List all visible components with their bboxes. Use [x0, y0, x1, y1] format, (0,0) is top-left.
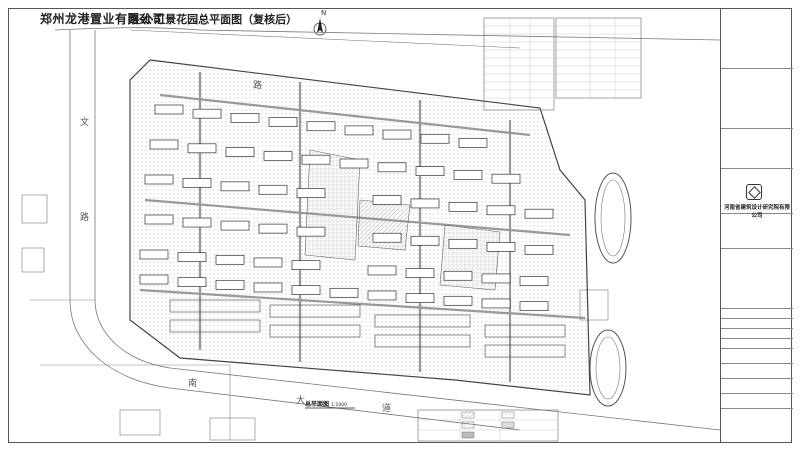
north-label: N — [321, 9, 327, 17]
building-footprint — [253, 257, 283, 268]
building-footprint — [377, 162, 407, 173]
building-footprint — [524, 208, 554, 219]
building-footprint — [453, 170, 483, 180]
title-block-divider — [721, 213, 793, 214]
building-footprint — [258, 184, 288, 195]
building-footprint — [177, 277, 207, 288]
building-footprint — [458, 138, 488, 148]
road-label-south-2: 大 — [296, 396, 306, 406]
building-footprint — [367, 265, 397, 276]
building-footprint — [344, 125, 374, 136]
building-footprint — [410, 235, 440, 246]
building-footprint — [268, 117, 298, 127]
north-arrow-icon — [313, 18, 327, 36]
building-footprint — [339, 158, 369, 169]
building-footprint — [144, 174, 174, 185]
building-footprint — [306, 121, 336, 132]
building-footprint — [486, 242, 516, 252]
plan-caption: 总平面图 1:1000 — [305, 399, 347, 408]
building-footprint — [154, 104, 184, 115]
title-block-divider — [721, 318, 793, 319]
drawing-frame — [8, 8, 792, 443]
road-label-north: 路 — [253, 81, 263, 91]
building-footprint — [139, 274, 169, 285]
building-footprint — [139, 249, 169, 260]
plan-caption-scale: 1:1000 — [331, 403, 347, 408]
building-footprint — [448, 238, 478, 249]
building-footprint — [220, 220, 250, 231]
building-footprint — [182, 178, 212, 188]
title-block-divider — [721, 248, 793, 249]
building-footprint — [410, 198, 440, 209]
building-footprint — [182, 217, 212, 228]
company-title: 郑州龙港置业有限公司 — [40, 12, 166, 26]
title-block-divider — [721, 168, 793, 169]
building-footprint — [443, 270, 473, 281]
title-block-divider — [721, 378, 793, 379]
building-footprint — [486, 205, 516, 216]
site-plan-drawing — [21, 17, 720, 442]
building-footprint — [258, 223, 288, 234]
title-block-divider — [721, 328, 793, 329]
building-footprint — [230, 113, 260, 123]
road-label-south-1: 南 — [188, 379, 198, 389]
building-footprint — [415, 166, 445, 176]
building-footprint — [372, 195, 402, 205]
title-block-divider — [721, 308, 793, 309]
building-footprint — [481, 273, 511, 284]
building-footprint — [192, 108, 222, 119]
building-footprint — [215, 254, 245, 265]
building-footprint — [448, 202, 478, 212]
building-footprint — [220, 181, 250, 192]
building-footprint — [481, 298, 511, 309]
institute-logo-icon — [746, 184, 762, 200]
building-footprint — [187, 143, 217, 154]
title-block-divider — [721, 408, 793, 409]
plan-caption-main: 总平面图 — [305, 401, 330, 408]
building-footprint — [405, 268, 435, 278]
institute-name: 河南省建筑设计研究院有限公司 — [723, 205, 790, 219]
title-block-divider — [721, 348, 793, 349]
building-footprint — [301, 154, 331, 165]
title-block-divider — [721, 68, 793, 69]
building-footprint — [524, 245, 554, 255]
building-footprint — [382, 129, 412, 140]
building-footprint — [149, 139, 179, 150]
building-footprint — [367, 290, 397, 301]
title-block-divider — [721, 363, 793, 364]
building-footprint — [296, 188, 326, 199]
building-footprint — [443, 295, 473, 306]
title-block: 河南省建筑设计研究院有限公司 — [720, 8, 793, 443]
building-footprint — [519, 301, 549, 311]
building-footprint — [253, 282, 283, 293]
title-block-divider — [721, 393, 793, 394]
road-label-west-1: 文 — [80, 118, 90, 128]
building-footprint — [215, 279, 245, 290]
building-footprint — [291, 285, 321, 295]
title-block-divider — [721, 338, 793, 339]
road-label-west-2: 路 — [80, 213, 90, 223]
building-footprint — [519, 276, 549, 286]
building-footprint — [291, 260, 321, 270]
building-footprint — [177, 252, 207, 263]
building-footprint — [491, 173, 521, 184]
building-footprint — [420, 133, 450, 144]
building-footprint — [372, 232, 402, 243]
building-footprint — [225, 147, 255, 157]
road-label-south-3: 道 — [382, 404, 392, 414]
building-footprint — [144, 214, 174, 225]
building-footprint — [296, 226, 326, 237]
title-block-divider — [721, 128, 793, 129]
building-footprint — [263, 151, 293, 161]
building-footprint — [405, 293, 435, 303]
building-footprint — [329, 287, 359, 298]
plan-title: 路劲·汇景花园总平面图（复核后） — [128, 13, 298, 26]
